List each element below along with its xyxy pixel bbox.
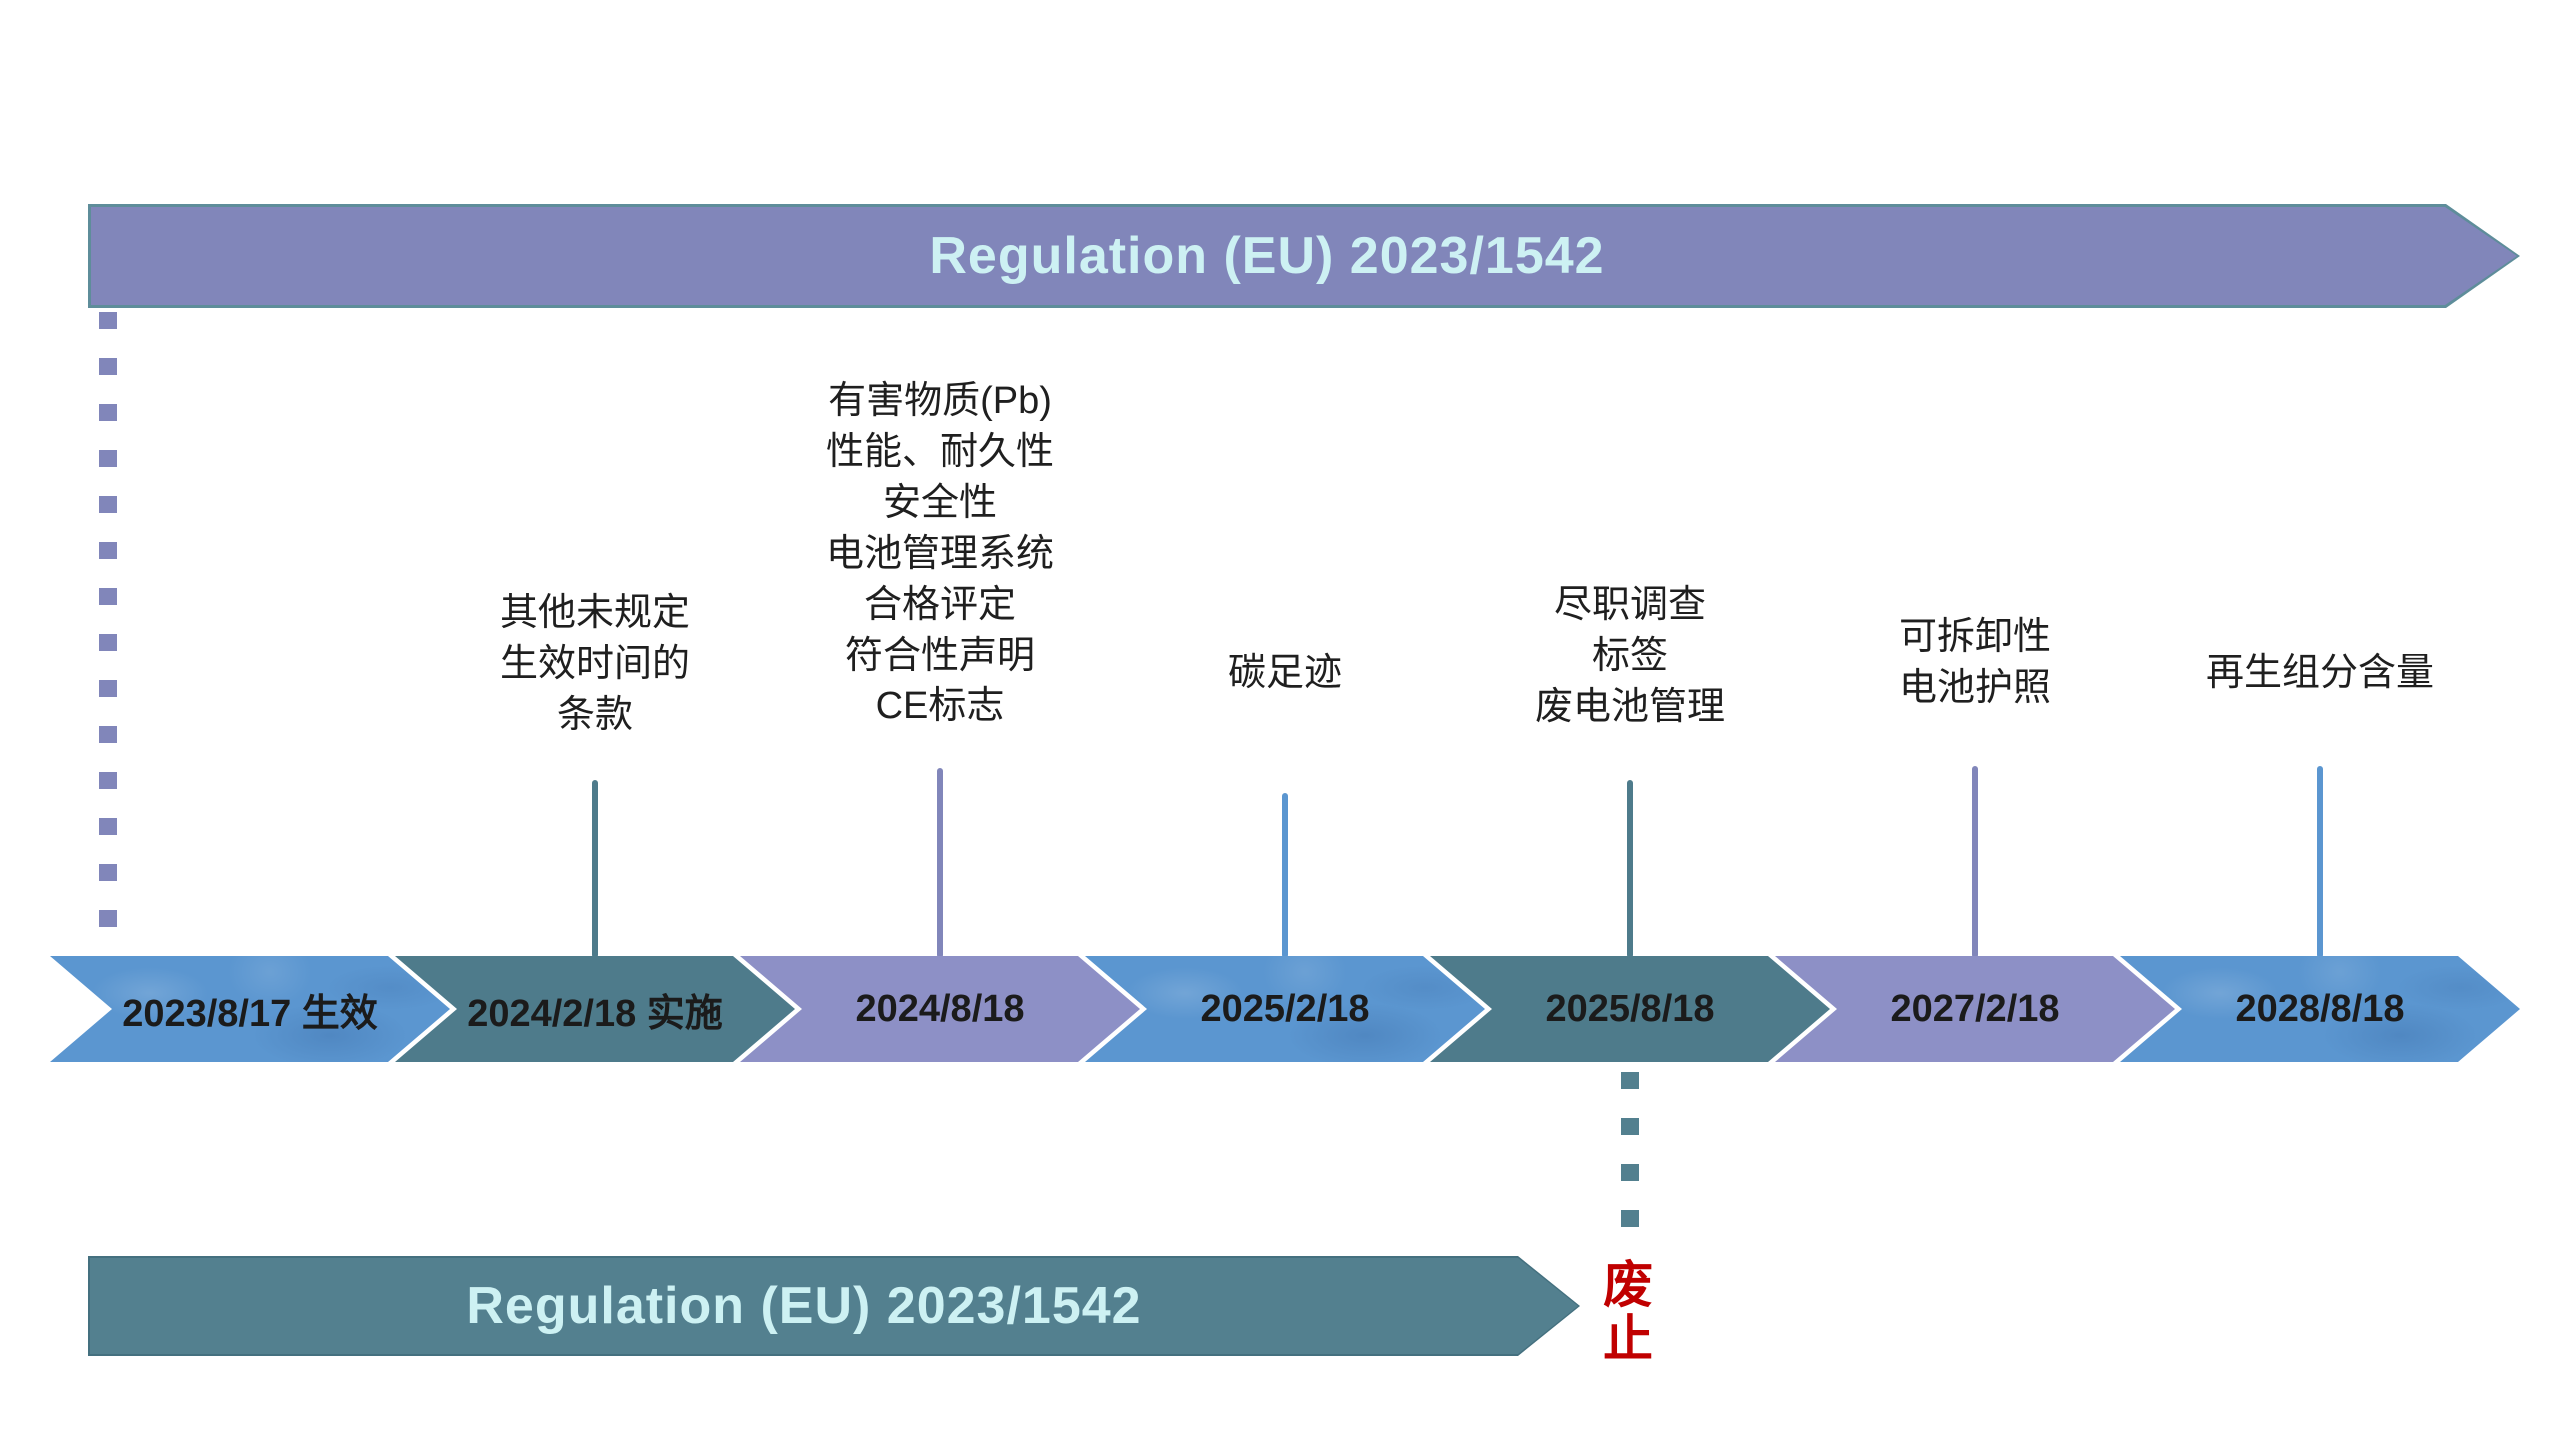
milestone-date: 2024/8/18 bbox=[855, 987, 1025, 1030]
milestone-date: 2024/2/18 实施 bbox=[467, 992, 723, 1035]
milestone-chevron-2027-2-18: 2027/2/18 bbox=[1775, 956, 2175, 1062]
effective-date-dashed-connector bbox=[99, 312, 117, 954]
milestone-date: 2028/8/18 bbox=[2235, 987, 2405, 1030]
milestone-chevron-2024-2-18: 2024/2/18 实施 bbox=[395, 956, 795, 1062]
top-banner-title: Regulation (EU) 2023/1542 bbox=[929, 227, 1605, 285]
bottom-banner-title: Regulation (EU) 2023/1542 bbox=[466, 1277, 1142, 1335]
note-2028-8-18: 再生组分含量 bbox=[2205, 652, 2435, 694]
milestone-chevron-2023-8-17: 2023/8/17 生效 bbox=[50, 956, 450, 1062]
note-connector-2024-8-18 bbox=[937, 768, 943, 958]
repeal-dashed-connector bbox=[1621, 1072, 1639, 1242]
milestone-chevron-2025-2-18: 2025/2/18 bbox=[1085, 956, 1485, 1062]
repeal-label: 废止 bbox=[1603, 1257, 1653, 1367]
note-2025-2-18: 碳足迹 bbox=[1227, 652, 1343, 694]
note-2027-2-18: 可拆卸性 电池护照 bbox=[1898, 616, 2052, 709]
note-connector-2025-2-18 bbox=[1282, 793, 1288, 958]
bottom-regulation-banner: Regulation (EU) 2023/1542 bbox=[88, 1256, 1580, 1356]
milestone-date: 2027/2/18 bbox=[1890, 987, 2060, 1030]
note-connector-2025-8-18 bbox=[1627, 780, 1633, 958]
bottom-banner-arrow-shape bbox=[90, 1258, 1578, 1354]
note-connector-2024-2-18 bbox=[592, 780, 598, 958]
milestone-date: 2023/8/17 生效 bbox=[122, 992, 378, 1035]
note-connector-2027-2-18 bbox=[1972, 766, 1978, 958]
milestone-date: 2025/8/18 bbox=[1545, 987, 1715, 1030]
top-banner-arrow-shape bbox=[91, 207, 2517, 305]
note-2024-8-18: 有害物质(Pb) 性能、耐久性 安全性 电池管理系统 合格评定 符合性声明 CE… bbox=[825, 380, 1055, 728]
milestone-date: 2025/2/18 bbox=[1200, 987, 1370, 1030]
note-2025-8-18: 尽职调查 标签 废电池管理 bbox=[1534, 584, 1726, 728]
top-regulation-banner: Regulation (EU) 2023/1542 bbox=[88, 204, 2520, 308]
note-connector-2028-8-18 bbox=[2317, 766, 2323, 958]
note-2024-2-18: 其他未规定 生效时间的 条款 bbox=[499, 592, 691, 736]
milestone-chevron-2024-8-18: 2024/8/18 bbox=[740, 956, 1140, 1062]
milestone-chevron-2025-8-18: 2025/8/18 bbox=[1430, 956, 1830, 1062]
milestone-chevron-2028-8-18: 2028/8/18 bbox=[2120, 956, 2520, 1062]
